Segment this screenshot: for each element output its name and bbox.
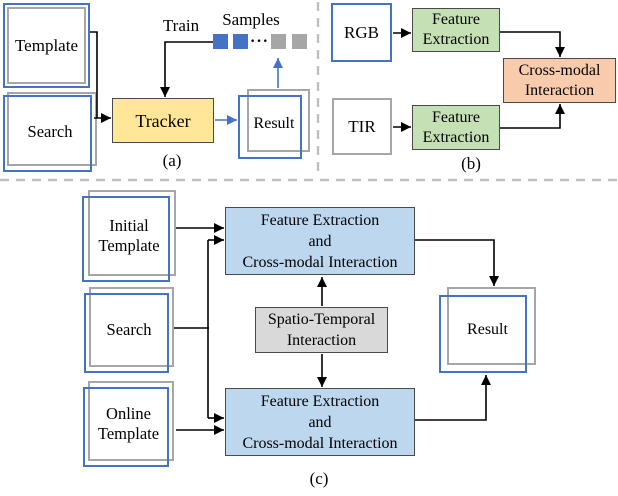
sample-square-blue-1-icon: [213, 34, 228, 49]
fusion-bottom-line1: Feature Extraction: [260, 392, 380, 410]
search-box-c: Search: [84, 287, 174, 373]
tracker-box: Tracker: [112, 98, 214, 143]
fusion-top-line2: and: [308, 232, 332, 250]
initial-template-line1: Initial: [109, 216, 149, 235]
search-box-a: Search: [3, 90, 97, 174]
initial-template-box: Initial Template: [82, 190, 176, 282]
arrow-fusion-top-to-result: [415, 239, 499, 286]
online-template-blue-frame: [83, 387, 169, 467]
result-box-a-gray-frame: [247, 89, 310, 152]
fusion-top-box: Feature Extraction and Cross-modal Inter…: [225, 207, 415, 275]
result-box-a-blue-frame: [238, 95, 302, 159]
template-label: Template: [14, 35, 78, 55]
initial-template-line2: Template: [98, 236, 160, 255]
panel-c-label: (c): [309, 469, 329, 488]
search-box-c-gray-frame: [89, 287, 174, 367]
panel-a-label: (a): [162, 151, 182, 170]
result-box-c: Result: [439, 287, 536, 373]
arrow-fe-bottom-to-crossmodal: [500, 104, 565, 129]
result-label-c: Result: [467, 321, 508, 338]
spatio-temporal-line1: Spatio-Temporal: [267, 311, 376, 328]
rgb-box: RGB: [331, 3, 392, 62]
online-template-box: Online Template: [83, 381, 174, 467]
train-label: Train: [162, 16, 200, 35]
samples-ellipsis: ···: [250, 33, 270, 50]
template-box-inner: Template: [7, 7, 86, 84]
fusion-bottom-line3: Cross-modal Interaction: [242, 434, 398, 452]
sample-square-gray-1-icon: [271, 34, 286, 49]
feature-extraction-top-box: Feature Extraction: [412, 8, 500, 52]
search-box-a-gray-frame: [7, 92, 97, 166]
search-box-c-blue-frame: [84, 293, 169, 373]
samples-label: Samples: [222, 10, 280, 29]
online-template-label: Online Template: [83, 381, 174, 467]
search-label-c: Search: [106, 320, 152, 339]
cross-modal-line2: Interaction: [524, 81, 595, 99]
online-template-line2: Template: [97, 424, 160, 443]
result-label-a: Result: [253, 115, 295, 132]
tracker-label: Tracker: [135, 110, 191, 131]
initial-template-gray-frame: [88, 190, 176, 276]
result-box-c-gray-frame: [447, 287, 536, 365]
cross-modal-line1: Cross-modal: [518, 61, 601, 79]
initial-template-blue-frame: [82, 196, 170, 282]
fusion-top-line1: Feature Extraction: [260, 211, 380, 229]
arrow-fe-top-to-crossmodal: [500, 31, 565, 57]
spatio-temporal-box: Spatio-Temporal Interaction: [255, 307, 388, 353]
fusion-bottom-box: Feature Extraction and Cross-modal Inter…: [225, 388, 415, 456]
online-template-line1: Online: [106, 404, 151, 423]
sample-square-gray-2-icon: [292, 34, 307, 49]
sample-square-blue-2-icon: [233, 34, 248, 49]
spatio-temporal-line2: Interaction: [286, 332, 357, 349]
feature-extraction-top-line2: Extraction: [422, 31, 490, 48]
rgb-label: RGB: [344, 22, 379, 42]
fusion-bottom-line2: and: [308, 413, 332, 431]
result-box-a: Result: [238, 89, 310, 159]
template-box: Template: [3, 3, 90, 88]
feature-extraction-bottom-line1: Feature: [432, 108, 480, 126]
arrow-train-to-tracker: [160, 41, 213, 97]
search-box-a-blue-frame: [3, 95, 92, 172]
feature-extraction-bottom-box: Feature Extraction: [412, 105, 500, 150]
feature-extraction-top-line1: Feature: [432, 11, 480, 28]
fusion-top-line3: Cross-modal Interaction: [242, 253, 398, 271]
online-template-gray-frame: [88, 381, 174, 461]
feature-extraction-bottom-line2: Extraction: [422, 128, 490, 146]
panel-b-label: (b): [461, 154, 481, 173]
result-box-c-blue-frame: [439, 295, 527, 373]
tir-box: TIR: [332, 98, 392, 155]
arrow-fusion-bottom-to-result: [415, 375, 491, 421]
initial-template-label: Initial Template: [82, 190, 176, 282]
search-label-a: Search: [27, 122, 73, 141]
cross-modal-interaction-box: Cross-modal Interaction: [503, 58, 616, 103]
tir-label: TIR: [348, 116, 376, 136]
